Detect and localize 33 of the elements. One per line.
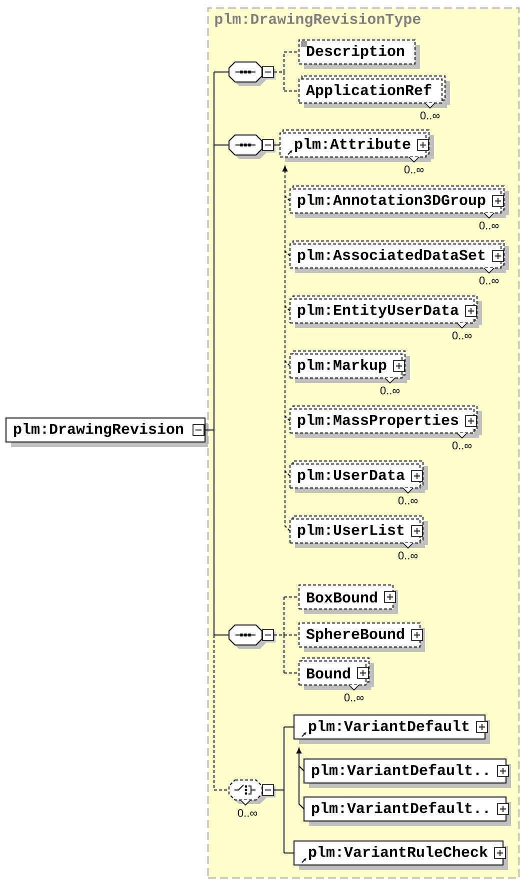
element-box: plm:Attribute	[280, 130, 434, 163]
multiplicity-label: 0..∞	[452, 442, 472, 450]
element-box: plm:VariantRuleCheck	[294, 840, 508, 870]
multiplicity-label: 0..∞	[404, 166, 424, 174]
element-box: Description	[298, 40, 420, 69]
element-box: ApplicationRef	[298, 76, 450, 109]
element-box: SphereBound	[298, 622, 425, 652]
multiplicity-label: 0..∞	[344, 694, 364, 702]
element-box: plm:AssociatedDataSet	[290, 240, 510, 274]
element-box: plm:UserData	[290, 460, 428, 494]
arrow	[296, 748, 304, 810]
element-box: Bound	[298, 658, 374, 691]
arrow	[282, 166, 290, 532]
element-box: plm:EntityUserData	[290, 296, 482, 329]
multiplicity-label: 0..∞	[479, 222, 499, 230]
connector-line	[274, 596, 300, 674]
connector-line	[274, 144, 280, 146]
element-box: plm:Annotation3DGroup	[290, 186, 510, 219]
element-box: plm:UserList	[290, 516, 428, 549]
multiplicity-label: 0..∞	[479, 276, 499, 284]
multiplicity-label: 0..∞	[238, 809, 258, 817]
multiplicity-label: 0..∞	[380, 386, 400, 394]
element-box: plm:VariantDefault..	[304, 796, 512, 826]
element-box: plm:MassProperties	[290, 406, 482, 439]
multiplicity-label: 0..∞	[420, 112, 440, 120]
connector-line	[274, 52, 300, 92]
element-box: plm:VariantDefault..	[304, 758, 512, 788]
multiplicity-label: 0..∞	[398, 496, 418, 504]
multiplicity-label: 0..∞	[452, 332, 472, 340]
multiplicity-label: 0..∞	[398, 552, 418, 560]
element-box: plm:VariantDefault	[294, 714, 490, 744]
connector-line	[274, 726, 294, 854]
element-box: plm:DrawingRevision	[6, 418, 210, 447]
